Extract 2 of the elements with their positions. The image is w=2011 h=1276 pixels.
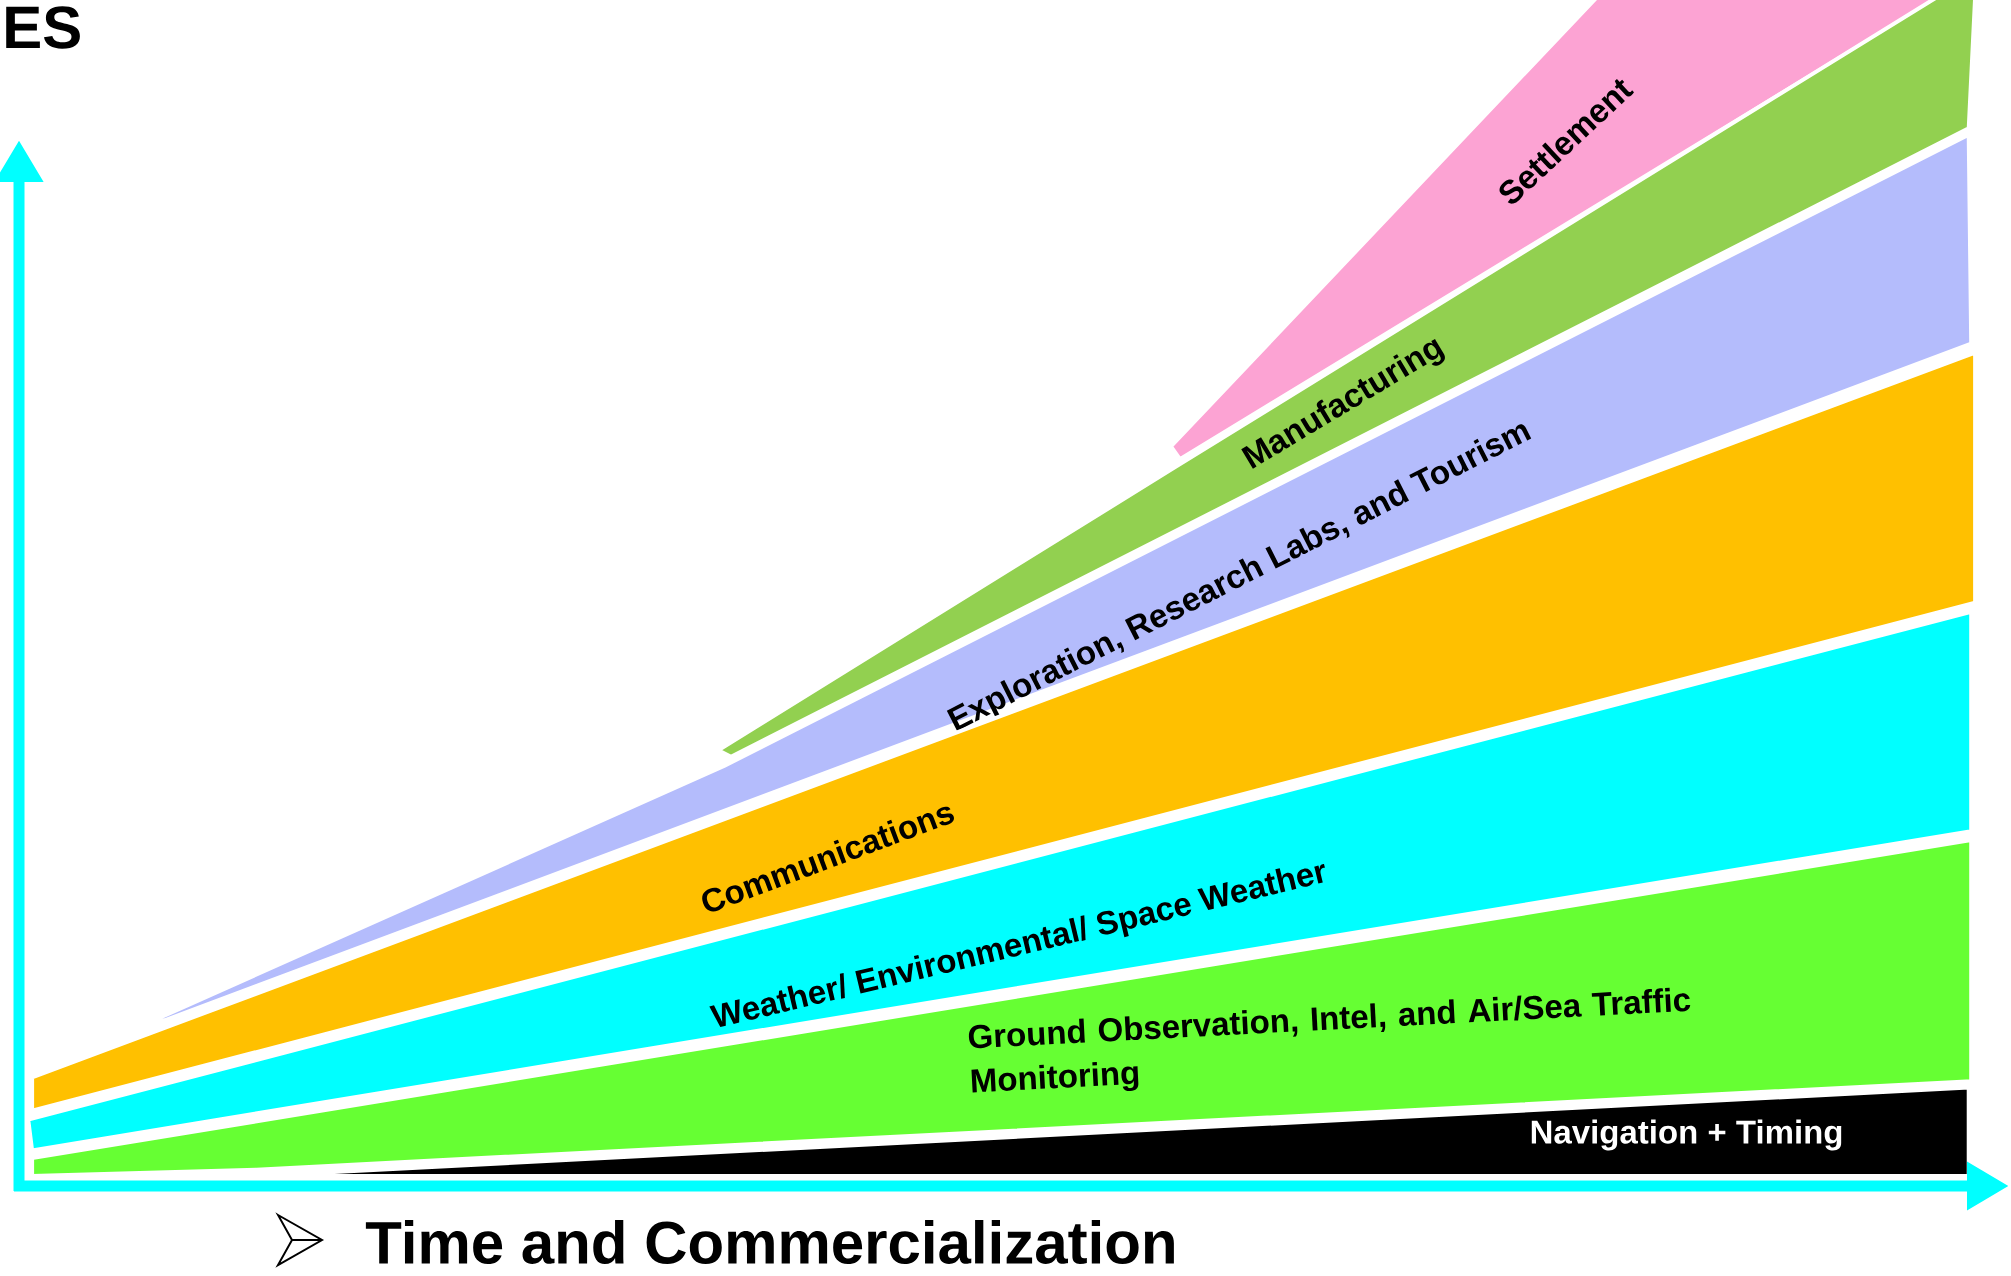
axis-title: Time and Commercialization	[365, 1219, 1174, 1265]
heading-fragment: ES	[6, 6, 80, 49]
